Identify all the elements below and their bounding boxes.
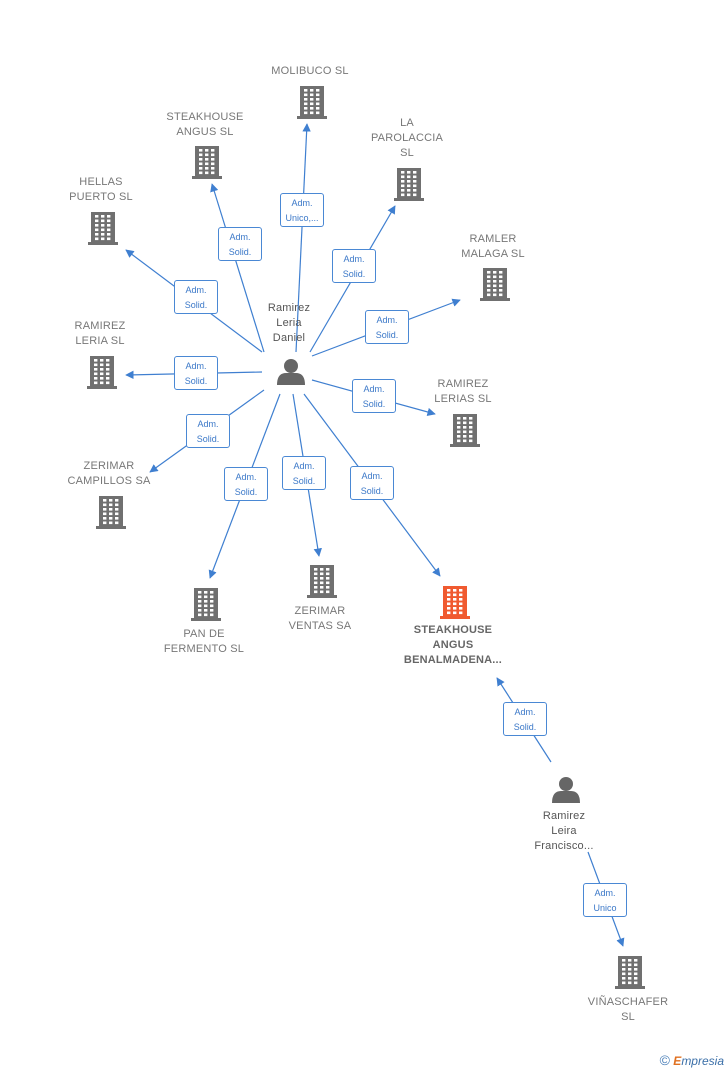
edge-daniel-molibuco [295,123,311,353]
role-badge-ramirez-lerias[interactable]: Adm. Solid. [352,379,396,413]
brand-rest: mpresia [681,1054,724,1068]
company-label-hellas-puerto: HELLAS PUERTO SL [69,176,133,203]
copyright-icon: © [659,1052,670,1068]
company-label-vinaschafer: VIÑASCHAFER SL [587,996,669,1023]
company-label-ramirez-leria: RAMIREZ LERIA SL [74,320,126,347]
building-icon-vinaschafer[interactable] [615,956,645,989]
role-badge-ramirez-leria[interactable]: Adm. Solid. [174,356,218,390]
role-badge-zerimar-campillos[interactable]: Adm. Solid. [186,414,230,448]
building-icon-molibuco[interactable] [297,86,327,119]
company-label-steakhouse-angus: STEAKHOUSE ANGUS SL [166,111,244,138]
role-badge-zerimar-ventas[interactable]: Adm. Solid. [282,456,326,490]
building-icon-pan-de-fermento[interactable] [191,588,221,621]
role-badge-vinaschafer[interactable]: Adm. Unico [583,883,627,917]
person-label-daniel: Ramirez Leria Daniel [267,302,311,344]
person-icon-francisco[interactable] [552,777,580,803]
person-icon-daniel[interactable] [277,359,305,385]
building-icon-zerimar-campillos[interactable] [96,496,126,529]
company-label-ramirez-lerias: RAMIREZ LERIAS SL [434,378,492,405]
company-label-ramler-malaga: RAMLER MALAGA SL [461,233,525,260]
building-icon-ramirez-leria[interactable] [87,356,117,389]
company-label-molibuco: MOLIBUCO SL [271,65,349,77]
role-badge-steakhouse-angus[interactable]: Adm. Solid. [218,227,262,261]
role-badge-ramler-malaga[interactable]: Adm. Solid. [365,310,409,344]
brand-initial: E [673,1054,682,1068]
company-label-zerimar-ventas: ZERIMAR VENTAS SA [288,605,352,632]
building-icon-ramler-malaga[interactable] [480,268,510,301]
role-badge-steakhouse-benalmadena[interactable]: Adm. Solid. [350,466,394,500]
building-icon-steakhouse-benalmadena[interactable] [440,586,470,619]
role-badge-la-parolaccia[interactable]: Adm. Solid. [332,249,376,283]
building-icon-zerimar-ventas[interactable] [307,565,337,598]
building-icon-hellas-puerto[interactable] [88,212,118,245]
role-badge-pan-de-fermento[interactable]: Adm. Solid. [224,467,268,501]
person-label-francisco: Ramirez Leira Francisco... [534,810,594,852]
building-icon-la-parolaccia[interactable] [394,168,424,201]
role-badge-molibuco[interactable]: Adm. Unico,... [280,193,324,227]
role-badge-steakhouse-benalmadena[interactable]: Adm. Solid. [503,702,547,736]
edge-daniel-steakhouse-angus [210,183,265,353]
company-label-zerimar-campillos: ZERIMAR CAMPILLOS SA [67,460,151,487]
empresia-logo: © Empresia [660,1052,724,1068]
company-label-la-parolaccia: LA PAROLACCIA SL [370,117,444,159]
role-badge-hellas-puerto[interactable]: Adm. Solid. [174,280,218,314]
building-icon-steakhouse-angus[interactable] [192,146,222,179]
company-label-steakhouse-benalmadena: STEAKHOUSE ANGUS BENALMADENA... [403,624,503,666]
building-icon-ramirez-lerias[interactable] [450,414,480,447]
company-label-pan-de-fermento: PAN DE FERMENTO SL [163,628,245,655]
